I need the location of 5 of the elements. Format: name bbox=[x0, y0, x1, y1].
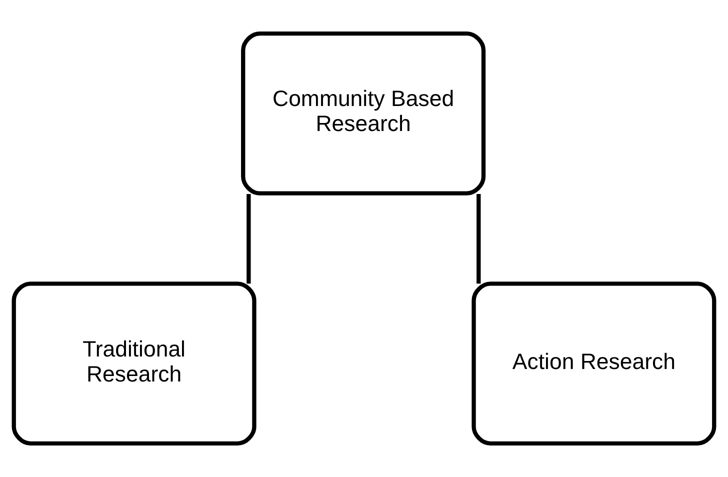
node-box: Action Research bbox=[472, 282, 716, 446]
node-box: Community Based Research bbox=[241, 31, 486, 196]
node-box: Traditional Research bbox=[12, 282, 256, 446]
connector bbox=[246, 194, 251, 284]
connector bbox=[476, 194, 481, 284]
